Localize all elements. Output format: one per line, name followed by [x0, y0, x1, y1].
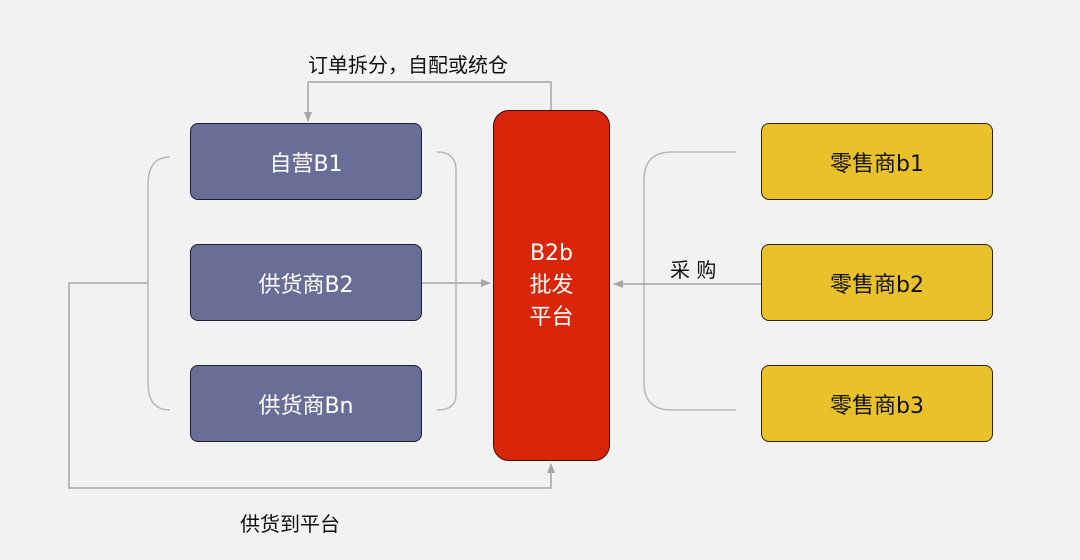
supply-to-platform-label: 供货到平台 — [240, 512, 340, 536]
supplier-box-b1: 自营B1 — [190, 123, 422, 200]
left-brace — [147, 156, 171, 411]
order-split-arrow — [304, 81, 552, 122]
supplier-box-bn: 供货商Bn — [190, 365, 422, 442]
retailer-label: 零售商b3 — [830, 393, 924, 419]
retailer-box-b1: 零售商b1 — [761, 123, 993, 200]
supplier-label: 自营B1 — [269, 151, 343, 177]
purchase-label: 采 购 — [670, 258, 717, 282]
retailer-label: 零售商b1 — [830, 151, 924, 177]
supplier-label: 供货商B2 — [258, 272, 354, 298]
order-split-label: 订单拆分，自配或统仓 — [308, 53, 508, 77]
supplier-box-b2: 供货商B2 — [190, 244, 422, 321]
retailer-box-b3: 零售商b3 — [761, 365, 993, 442]
platform-line-1: B2b — [529, 240, 574, 266]
supplier-label: 供货商Bn — [258, 393, 354, 419]
supply-to-platform-arrow — [68, 282, 555, 489]
platform-line-3: 平台 — [529, 304, 574, 330]
retailer-box-b2: 零售商b2 — [761, 244, 993, 321]
platform-line-2: 批发 — [529, 272, 574, 298]
retailer-bracket — [643, 151, 736, 411]
supplier-right-bracket — [436, 151, 457, 411]
platform-box: B2b 批发 平台 — [493, 110, 610, 461]
retailer-label: 零售商b2 — [830, 272, 924, 298]
